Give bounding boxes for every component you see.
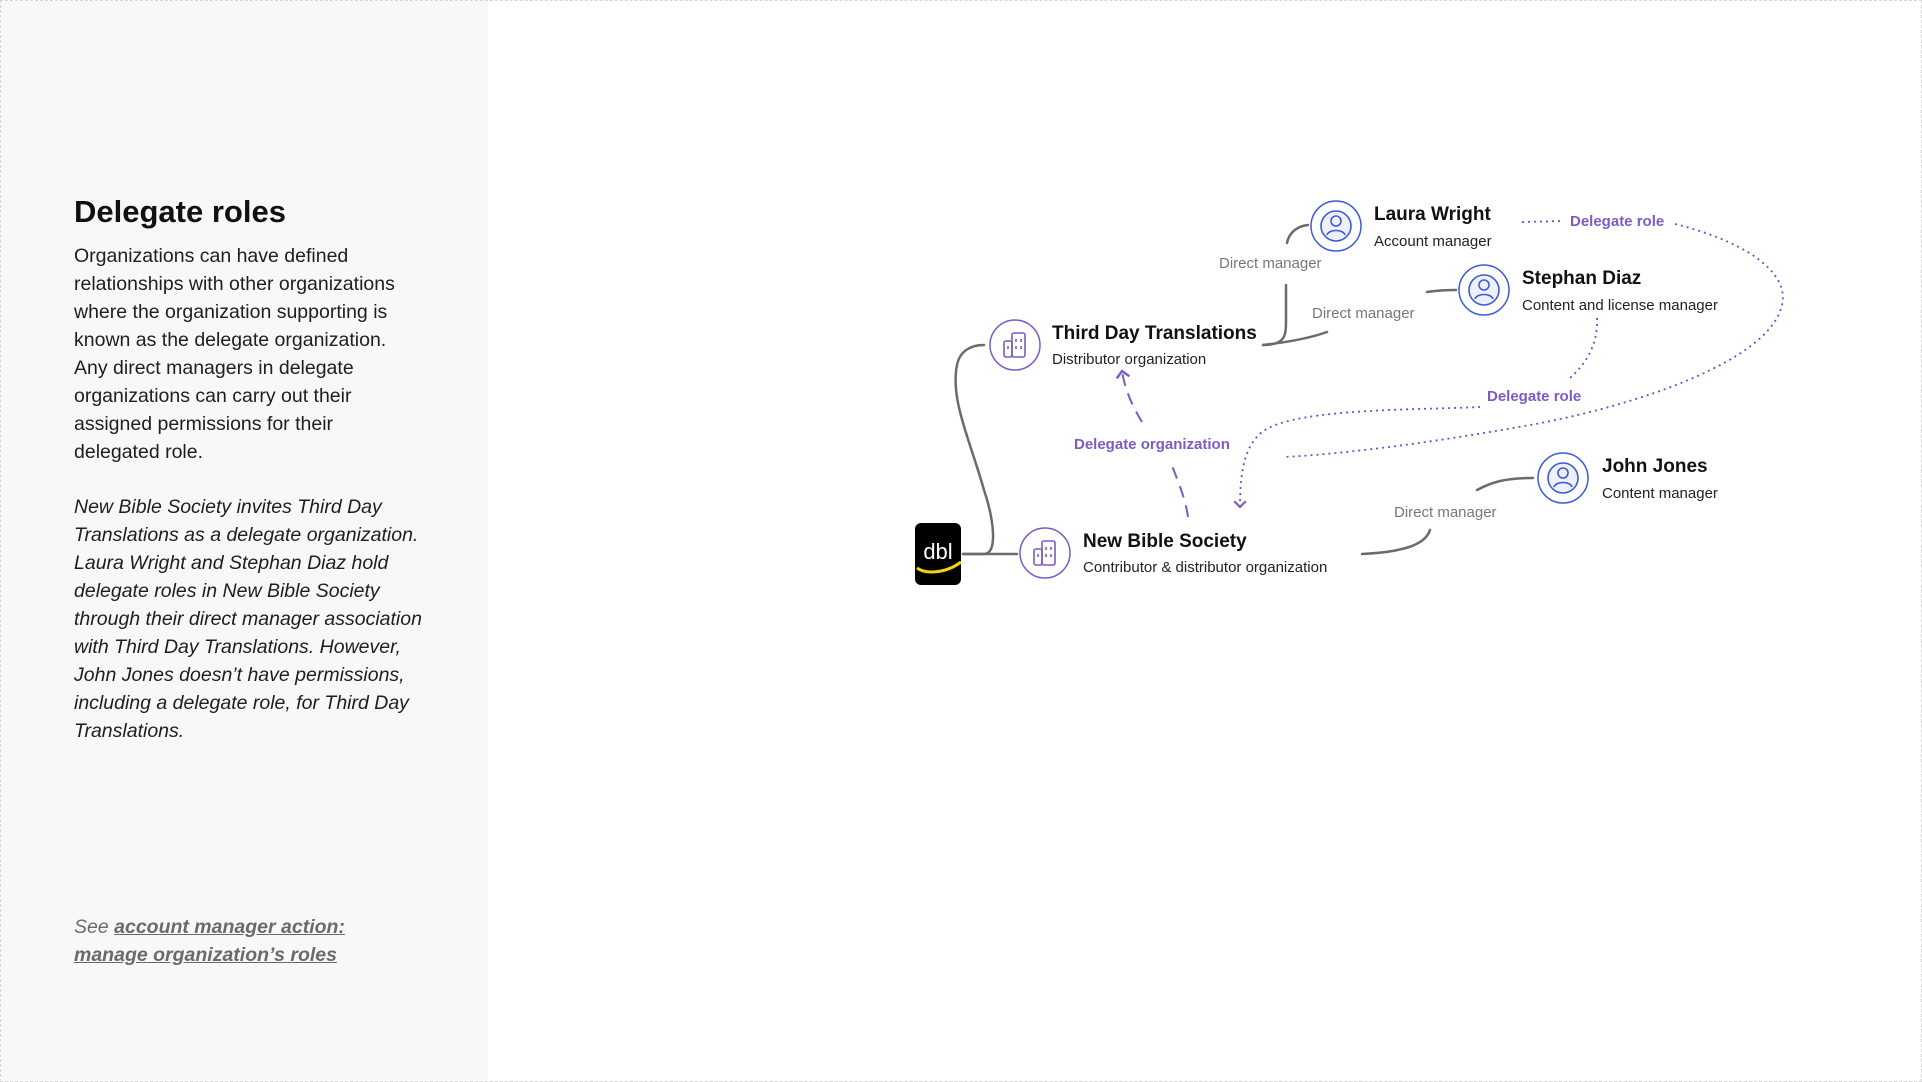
laura-role: Account manager xyxy=(1374,233,1492,250)
see-also-line: See account manager action: manage organ… xyxy=(74,913,394,969)
logo-to-third-day-connector xyxy=(954,343,995,556)
new-bible-name: New Bible Society xyxy=(1083,531,1247,552)
stephan-role: Content and license manager xyxy=(1522,297,1718,314)
third-day-name: Third Day Translations xyxy=(1052,323,1257,344)
node-laura-wright[interactable]: Laura Wright Account manager xyxy=(1310,200,1492,252)
person-icon xyxy=(1468,274,1500,306)
description-paragraph: Organizations can have defined relations… xyxy=(74,245,395,463)
laura-delegate-role-label: Delegate role xyxy=(1570,213,1664,230)
node-third-day-translations[interactable]: Third Day Translations Distributor organ… xyxy=(989,319,1257,371)
stephan-delegate-role-arrow xyxy=(1240,317,1598,507)
node-john-jones[interactable]: John Jones Content manager xyxy=(1537,452,1718,504)
john-name: John Jones xyxy=(1602,456,1708,477)
dbl-logo: dbl xyxy=(915,523,962,585)
manage-roles-link[interactable]: account manager action: manage organizat… xyxy=(74,916,345,966)
laura-direct-manager-label: Direct manager xyxy=(1219,255,1322,272)
john-connector-stub xyxy=(1475,476,1535,492)
page-title: Delegate roles xyxy=(74,194,286,229)
stephan-connector-stub xyxy=(1425,288,1458,294)
building-icon xyxy=(1003,332,1026,358)
laura-connector-stub xyxy=(1285,223,1310,245)
node-stephan-diaz[interactable]: Stephan Diaz Content and license manager xyxy=(1458,264,1718,316)
example-paragraph: New Bible Society invites Third Day Tran… xyxy=(74,496,422,742)
building-icon xyxy=(1033,540,1056,566)
delegate-organization-arrow-head-segment xyxy=(1115,369,1143,423)
john-direct-manager-label: Direct manager xyxy=(1394,504,1497,521)
node-new-bible-society[interactable]: New Bible Society Contributor & distribu… xyxy=(1019,527,1327,579)
delegate-organization-label: Delegate organization xyxy=(1074,436,1230,453)
stephan-delegate-role-label: Delegate role xyxy=(1487,388,1581,405)
sidebar-panel: Delegate roles Organizations can have de… xyxy=(1,1,488,1080)
stephan-direct-manager-label: Direct manager xyxy=(1312,305,1415,322)
stephan-name: Stephan Diaz xyxy=(1522,268,1641,289)
see-prefix: See xyxy=(74,916,115,938)
delegate-organization-arrow xyxy=(1169,459,1189,518)
laura-direct-manager-connector xyxy=(1261,283,1288,347)
stephan-direct-manager-connector xyxy=(1261,330,1329,347)
john-role: Content manager xyxy=(1602,485,1718,502)
laura-name: Laura Wright xyxy=(1374,204,1491,225)
person-icon xyxy=(1320,210,1352,242)
person-icon xyxy=(1547,462,1579,494)
third-day-role: Distributor organization xyxy=(1052,351,1206,368)
john-direct-manager-connector xyxy=(1360,528,1432,556)
new-bible-role: Contributor & distributor organization xyxy=(1083,559,1327,576)
laura-delegate-role-arrow xyxy=(1282,220,1784,458)
svg-text:dbl: dbl xyxy=(923,539,952,564)
